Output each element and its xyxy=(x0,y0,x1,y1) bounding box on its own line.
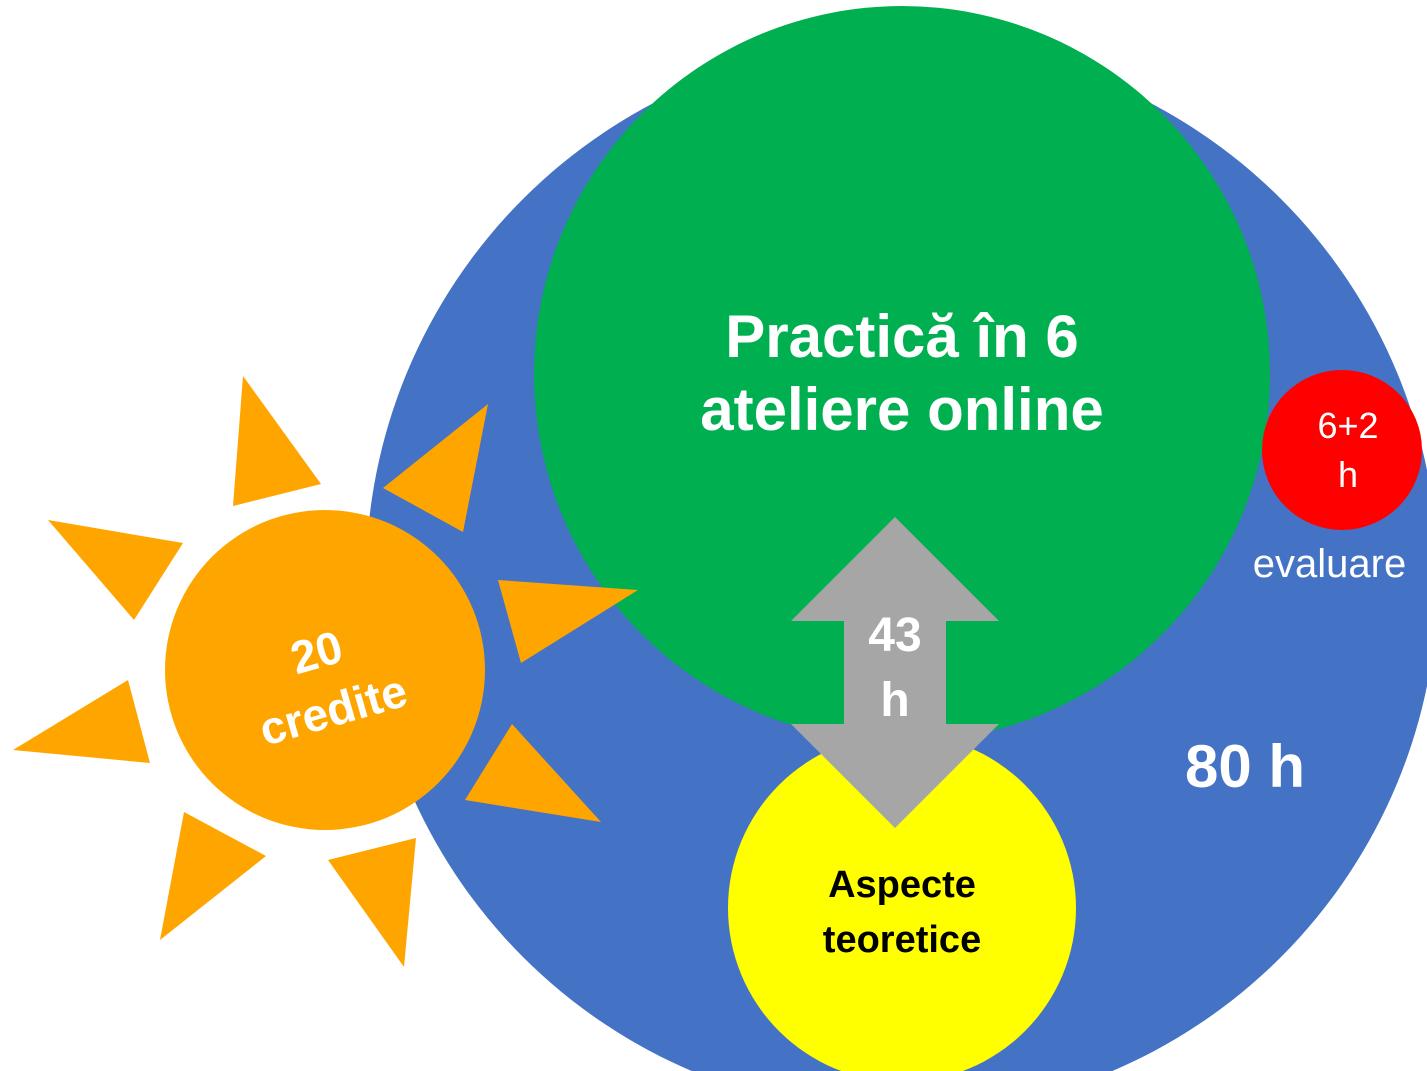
sun-ray-icon xyxy=(498,580,638,663)
evaluation-hours-unit: h xyxy=(1337,453,1359,495)
practice-label: Practică în 6 ateliere online xyxy=(602,300,1202,446)
sun-ray-icon xyxy=(383,404,488,532)
evaluation-hours-label: 6+2 h xyxy=(1288,402,1408,499)
arrow-hours-label: 43 h xyxy=(845,604,945,734)
evaluation-label: evaluare xyxy=(1252,542,1407,586)
theory-circle xyxy=(728,734,1076,1071)
sun-ray-icon xyxy=(233,376,321,506)
evaluation-circle xyxy=(1262,370,1422,530)
sun-credits-circle xyxy=(165,510,485,830)
evaluation-hours-value: 6+2 xyxy=(1317,405,1379,446)
theory-label-line2: teoretice xyxy=(822,919,982,962)
arrow-hours-unit: h xyxy=(880,673,910,727)
practice-label-line2: ateliere online xyxy=(700,376,1104,444)
sun-ray-icon xyxy=(13,680,150,763)
sun-ray-icon xyxy=(328,838,416,967)
sun-rays xyxy=(13,376,638,967)
double-arrow-icon xyxy=(791,517,999,828)
total-hours-label: 80 h xyxy=(1184,733,1306,800)
theory-label: Aspecte teoretice xyxy=(752,858,1052,968)
practice-circle xyxy=(534,6,1270,742)
sun-ray-icon xyxy=(160,812,266,940)
sun-ray-icon xyxy=(48,520,183,620)
theory-label-line1: Aspecte xyxy=(828,864,976,906)
arrow-hours-value: 43 xyxy=(868,609,922,662)
sun-ray-icon xyxy=(465,724,601,822)
practice-label-line1: Practică în 6 xyxy=(725,303,1079,370)
